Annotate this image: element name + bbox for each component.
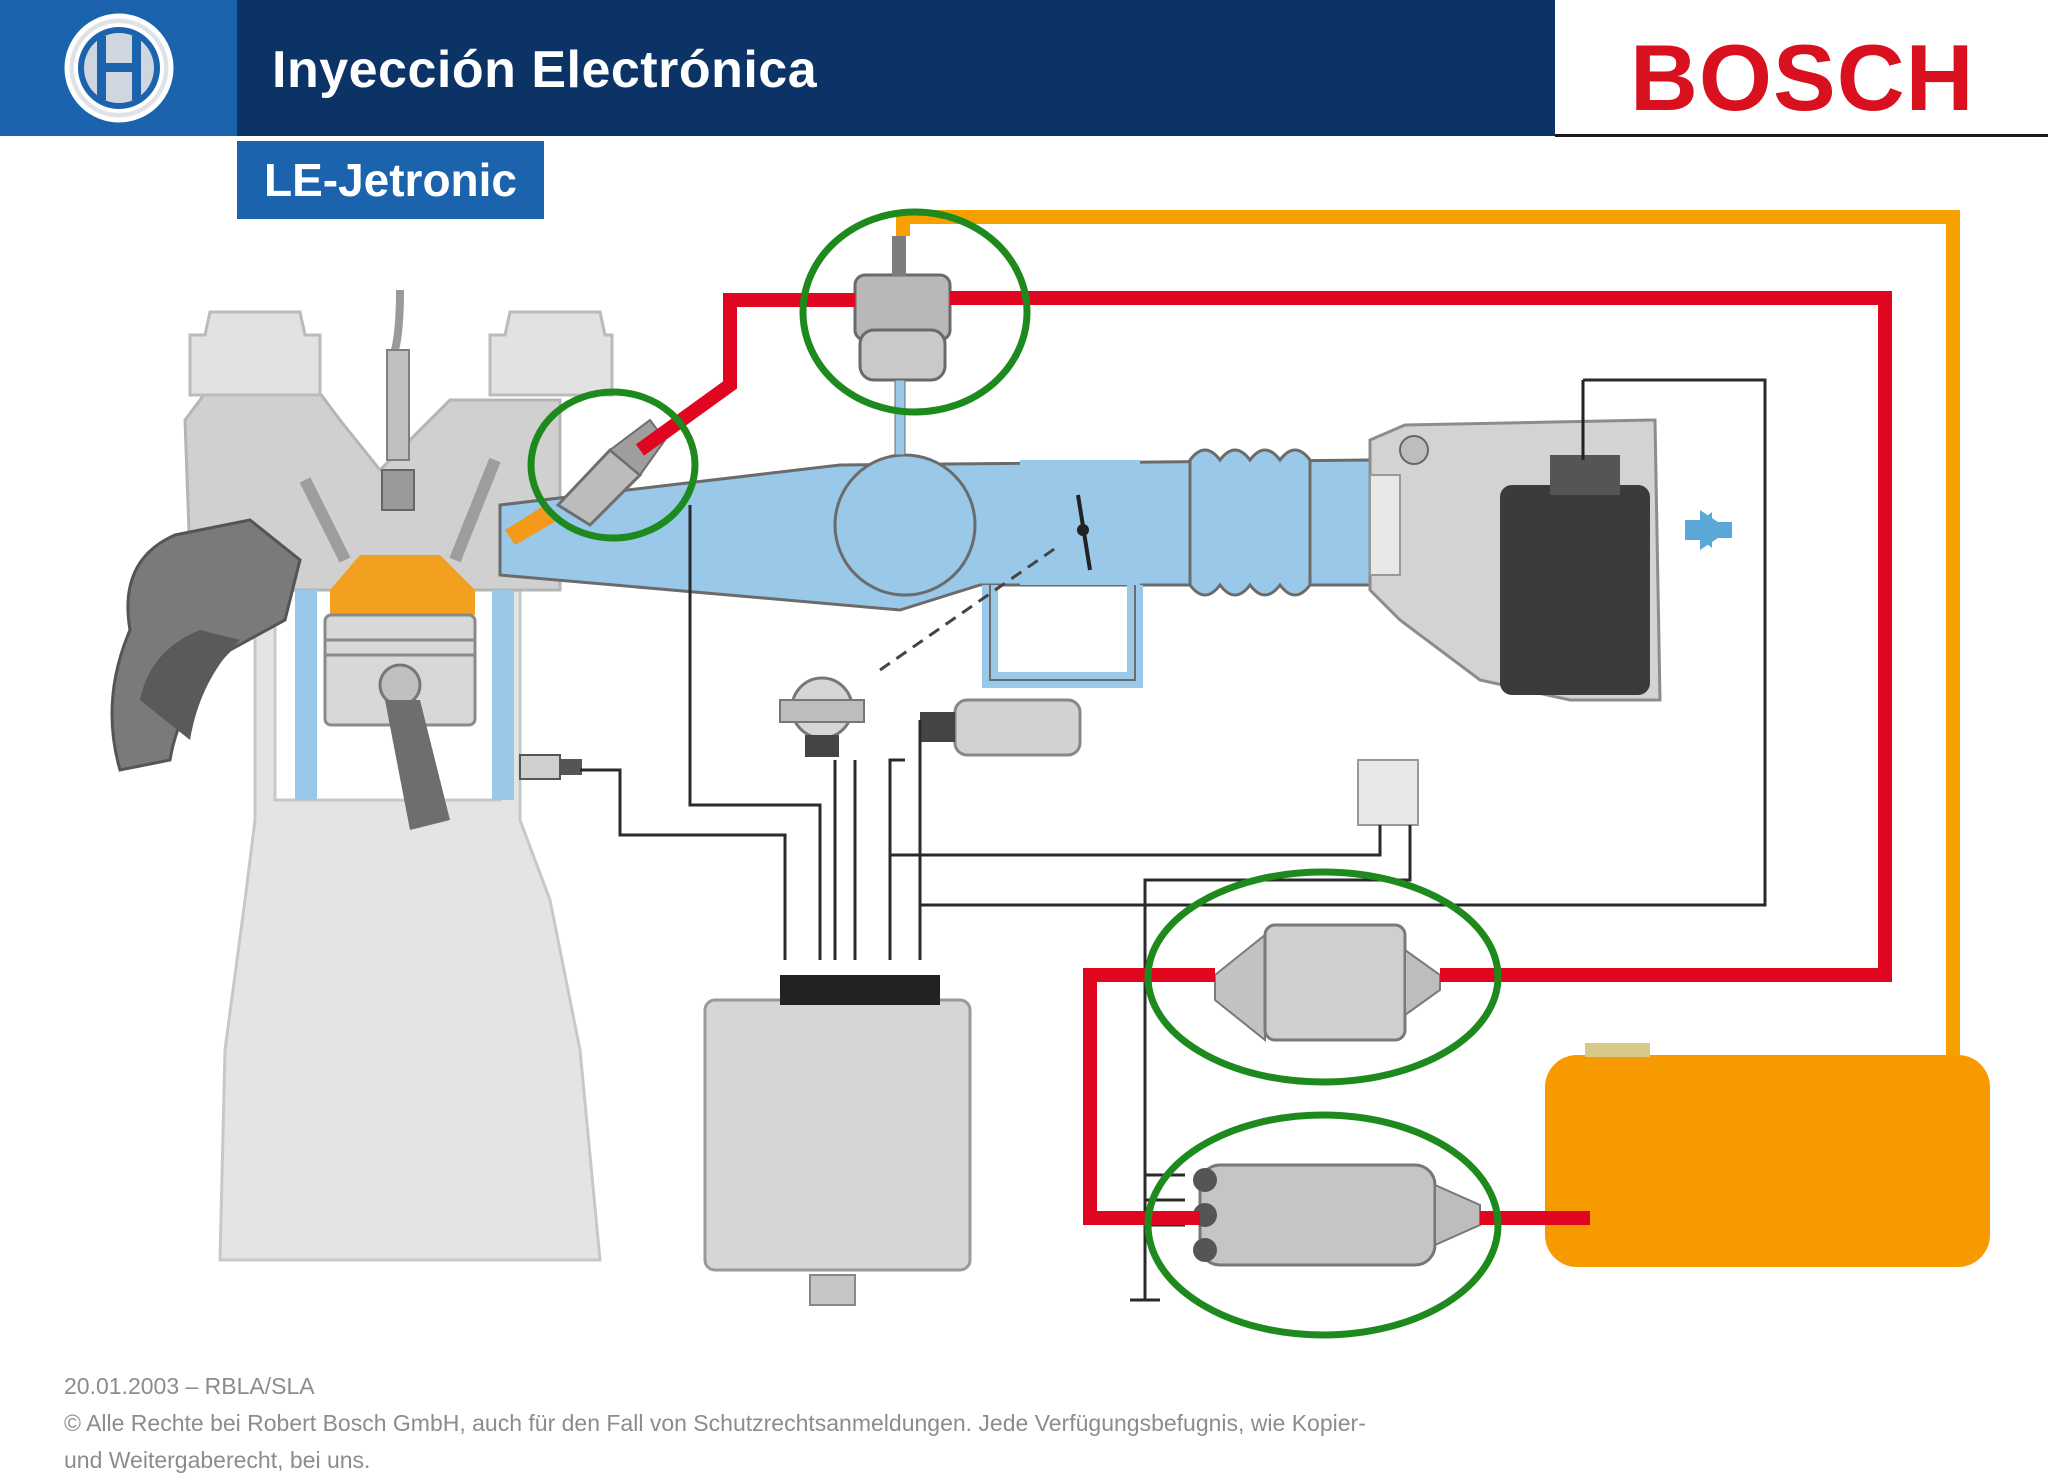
control-wiring: [580, 378, 1767, 1302]
fuel-tank: [1545, 1055, 1990, 1267]
air-flow-sensor: [1368, 380, 1732, 702]
fuel-pump: [1193, 1163, 1481, 1267]
page-title: Inyección Electrónica: [272, 41, 818, 99]
footer-copyright-cont: und Weitergaberecht, bei uns.: [64, 1447, 371, 1473]
tank-cap: [1585, 1043, 1650, 1057]
brand-logo: BOSCH: [1630, 25, 1975, 130]
electronic-control-unit: [703, 975, 972, 1306]
header-divider: [1555, 134, 2048, 137]
system-subtitle: LE-Jetronic: [237, 141, 544, 219]
highlight-injector: [527, 388, 699, 542]
fuel-filter: [1214, 923, 1441, 1043]
highlight-pressure-regulator: [799, 208, 1031, 416]
footer: 20.01.2003 – RBLA/SLA © Alle Rechte bei …: [64, 1368, 1366, 1479]
fuel-return-line: [896, 210, 1960, 1055]
footer-copyright: © Alle Rechte bei Robert Bosch GmbH, auc…: [64, 1410, 1366, 1436]
engine-block: [110, 289, 614, 1262]
fuel-supply-line: [635, 291, 1892, 1225]
logo-box: [0, 0, 237, 136]
footer-date: 20.01.2003 – RBLA/SLA: [64, 1373, 315, 1399]
highlight-fuel-filter: [1144, 868, 1502, 1086]
header-bar: [0, 0, 1555, 136]
intake-manifold: [498, 448, 1372, 757]
relay-box: [1357, 759, 1419, 826]
highlight-fuel-pump: [1144, 1111, 1502, 1339]
bosch-armature-icon: [64, 13, 173, 123]
pressure-regulator: [853, 236, 952, 456]
